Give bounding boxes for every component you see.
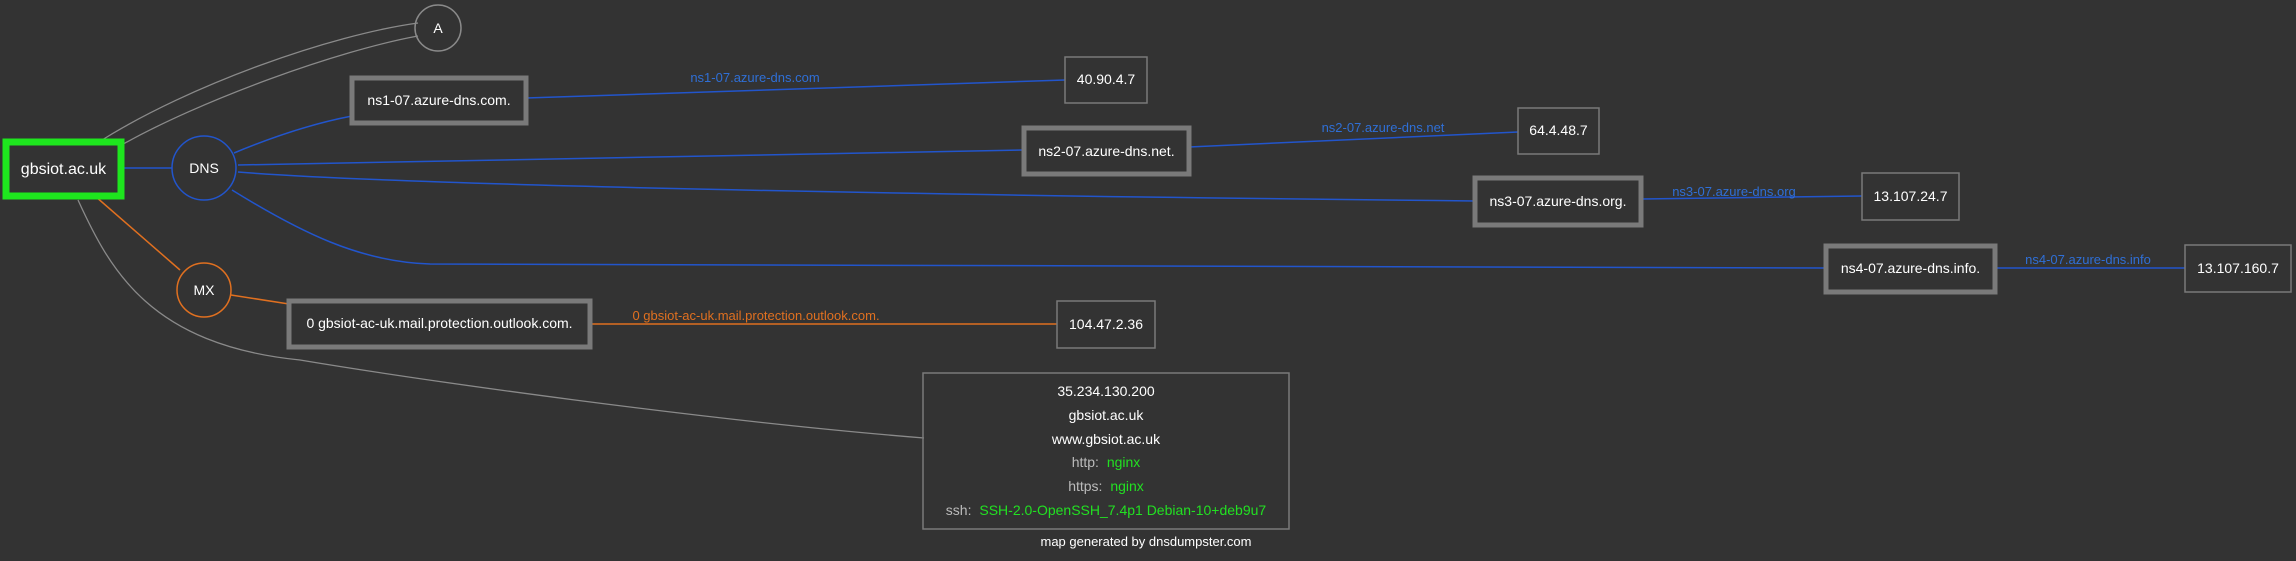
nameserver-node-ns1[interactable]: ns1-07.azure-dns.com. [349,75,529,126]
service-value: nginx [1107,454,1140,470]
ip-box [1056,300,1156,349]
root-domain-node[interactable]: gbsiot.ac.uk [2,138,125,200]
host-name: gbsiot.ac.uk [1069,407,1145,423]
nameserver-box [1823,243,1998,295]
mailserver-node[interactable]: 0 gbsiot-ac-uk.mail.protection.outlook.c… [286,298,593,350]
ip-label: 13.107.24.7 [1874,188,1948,204]
nameserver-box [349,75,529,126]
edge-root-to-mx [94,195,181,271]
edge-dns-to-ns3 [237,171,1476,202]
edge-label-mx: 0 gbsiot-ac-uk.mail.protection.outlook.c… [632,308,879,323]
root-domain-box [2,138,125,200]
ip-node-ns1[interactable]: 40.90.4.7 [1064,56,1148,104]
ip-label: 40.90.4.7 [1077,71,1136,87]
edge-mx-to-mailserver [230,294,290,305]
a-record-node[interactable]: A [414,4,462,52]
edge-label-ns2: ns2-07.azure-dns.net [1322,120,1445,135]
edge-label-ns1: ns1-07.azure-dns.com [690,70,819,85]
nameserver-node-ns2[interactable]: ns2-07.azure-dns.net. [1021,125,1192,177]
footer-credit: map generated by dnsdumpster.com [1040,534,1251,549]
mx-record-circle [176,262,232,318]
host-service-https: https: nginx [1068,478,1144,494]
edge-dns-to-ns1 [233,115,353,154]
ip-node-mx[interactable]: 104.47.2.36 [1056,300,1156,349]
a-record-label: A [433,20,443,36]
mx-record-label: MX [194,282,216,298]
ip-box [1861,172,1960,221]
dns-record-label: DNS [189,160,219,176]
nameserver-label: ns4-07.azure-dns.info. [1841,260,1980,276]
service-key: http: [1072,454,1099,470]
host-info-node[interactable]: 35.234.130.200 gbsiot.ac.uk www.gbsiot.a… [922,372,1290,530]
host-name: www.gbsiot.ac.uk [1051,431,1161,447]
nameserver-label: ns1-07.azure-dns.com. [367,92,510,108]
a-record-circle [414,4,462,52]
host-info-box [922,372,1290,530]
ip-node-ns3[interactable]: 13.107.24.7 [1861,172,1960,221]
dns-record-node[interactable]: DNS [171,135,237,201]
edge-ns2-to-ip [1188,131,1519,148]
edge-root-to-a-2 [117,35,419,148]
edge-dns-to-ns4 [231,189,1827,269]
edge-root-to-a-1 [101,22,419,141]
root-domain-label: gbsiot.ac.uk [21,161,107,178]
nameserver-node-ns3[interactable]: ns3-07.azure-dns.org. [1472,175,1644,228]
edge-dns-to-ns2 [237,149,1025,166]
nameserver-box [1472,175,1644,228]
service-key: ssh: [946,502,972,518]
mx-record-node[interactable]: MX [176,262,232,318]
service-value: nginx [1110,478,1143,494]
ip-label: 104.47.2.36 [1069,316,1143,332]
edge-label-ns3: ns3-07.azure-dns.org [1672,184,1796,199]
edge-label-ns4: ns4-07.azure-dns.info [2025,252,2151,267]
mailserver-label: 0 gbsiot-ac-uk.mail.protection.outlook.c… [306,315,572,331]
ip-box [1064,56,1148,104]
nameserver-node-ns4[interactable]: ns4-07.azure-dns.info. [1823,243,1998,295]
nameserver-label: ns3-07.azure-dns.org. [1490,193,1627,209]
edge-root-to-host [77,199,925,439]
mailserver-box [286,298,593,350]
ip-node-ns2[interactable]: 64.4.48.7 [1517,107,1600,155]
service-key: https: [1068,478,1102,494]
host-ip: 35.234.130.200 [1057,383,1155,399]
host-service-ssh: ssh: SSH-2.0-OpenSSH_7.4p1 Debian-10+deb… [946,502,1267,518]
ip-label: 13.107.160.7 [2197,260,2279,276]
edges [77,22,2185,439]
ip-box [1517,107,1600,155]
ip-node-ns4[interactable]: 13.107.160.7 [2184,244,2292,293]
ip-label: 64.4.48.7 [1529,122,1588,138]
dns-record-circle [171,135,237,201]
nameserver-label: ns2-07.azure-dns.net. [1038,143,1174,159]
ip-box [2184,244,2292,293]
edge-ns1-to-ip [525,79,1066,99]
nameserver-box [1021,125,1192,177]
edge-ns3-to-ip [1640,195,1863,200]
host-service-http: http: nginx [1072,454,1141,470]
service-value: SSH-2.0-OpenSSH_7.4p1 Debian-10+deb9u7 [979,502,1266,518]
edge-labels: ns1-07.azure-dns.com ns2-07.azure-dns.ne… [632,70,2150,323]
